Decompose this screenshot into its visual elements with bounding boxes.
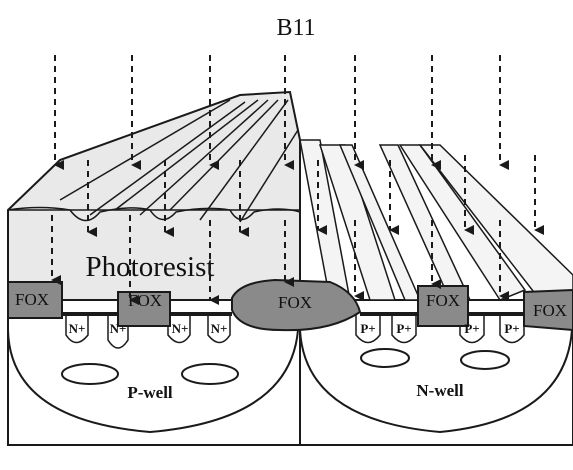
photoresist-label: Photoresist xyxy=(86,251,215,283)
p-plus-label-1: P+ xyxy=(360,321,375,336)
fox-label-5: FOX xyxy=(533,301,567,320)
fox-label-1: FOX xyxy=(15,290,49,309)
p-plus-label-4: P+ xyxy=(504,321,519,336)
resist-strips xyxy=(300,140,573,300)
n-plus-label-4: N+ xyxy=(211,321,228,336)
photoresist-block: Photoresist xyxy=(8,92,300,300)
p-plus-label-2: P+ xyxy=(396,321,411,336)
diagram-title: B11 xyxy=(276,15,315,41)
p-plus-label-3: P+ xyxy=(464,321,479,336)
p-well-implant-ellipse xyxy=(62,364,118,384)
p-well-implant-ellipse-2 xyxy=(182,364,238,384)
fox-label-4: FOX xyxy=(426,291,460,310)
n-well-label: N-well xyxy=(416,381,463,400)
n-plus-label-3: N+ xyxy=(172,321,189,336)
n-well-implant-ellipse xyxy=(361,349,409,367)
fox-label-2: FOX xyxy=(128,291,162,310)
n-plus-label-2: N+ xyxy=(110,321,127,336)
n-plus-label-1: N+ xyxy=(69,321,86,336)
fox-label-3: FOX xyxy=(278,293,312,312)
p-well-label: P-well xyxy=(127,383,173,402)
n-well-implant-ellipse-2 xyxy=(461,351,509,369)
